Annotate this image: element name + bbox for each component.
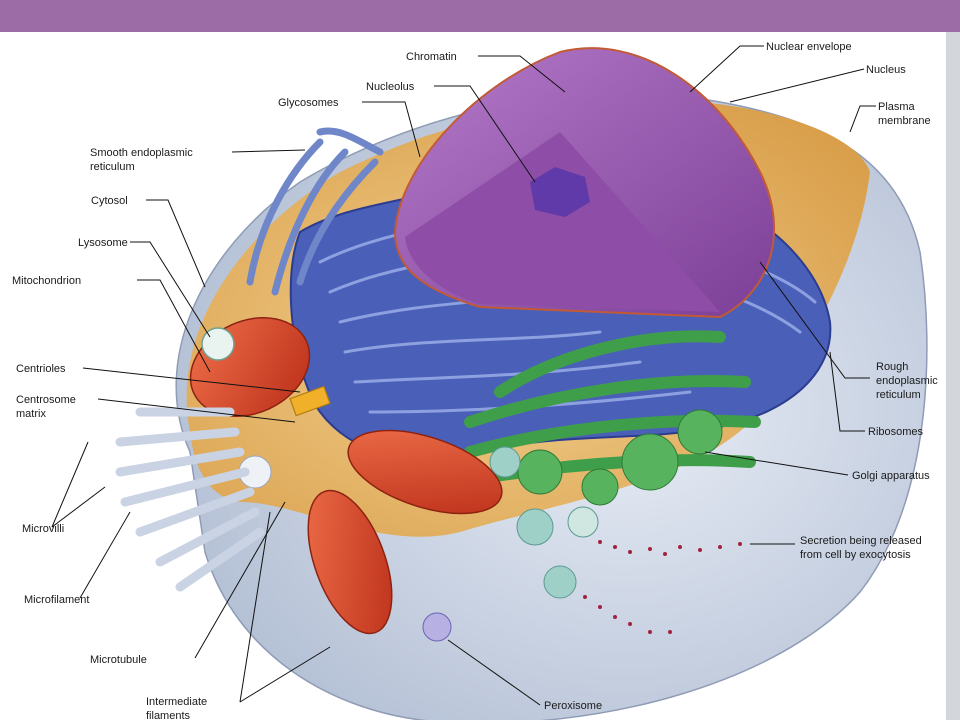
right-edge-strip	[946, 32, 960, 720]
label-rough-er-3: reticulum	[876, 389, 921, 401]
vesicle-2	[516, 508, 554, 546]
label-nucleolus: Nucleolus	[366, 81, 415, 93]
label-secretion-1: Secretion being released	[800, 535, 922, 547]
label-cytosol: Cytosol	[91, 195, 128, 207]
label-chromatin: Chromatin	[406, 51, 457, 63]
label-microfilament: Microfilament	[24, 594, 89, 606]
label-ribosomes: Ribosomes	[868, 426, 924, 438]
label-intermediate-1: Intermediate	[146, 696, 207, 708]
secretion-dots	[583, 540, 742, 634]
lysosome-shape	[201, 327, 235, 361]
label-nucleus: Nucleus	[866, 64, 906, 76]
leader-lines	[51, 45, 876, 706]
label-microtubule: Microtubule	[90, 654, 147, 666]
label-mitochondrion: Mitochondrion	[12, 275, 81, 287]
mitochondria-group	[189, 317, 503, 635]
label-secretion-2: from cell by exocytosis	[800, 549, 911, 561]
golgi-vesicles	[517, 409, 723, 506]
microvilli-group	[115, 407, 265, 592]
vesicle-3	[567, 506, 599, 538]
nucleolus-shape	[530, 167, 590, 217]
smooth-er-group	[246, 127, 384, 296]
nucleus-cut-surface	[405, 132, 720, 312]
label-rough-er-2: endoplasmic	[876, 375, 938, 387]
label-smooth-er-1: Smooth endoplasmic	[90, 147, 193, 159]
label-centrosome-1: Centrosome	[16, 394, 76, 406]
label-centrioles: Centrioles	[16, 363, 66, 375]
label-plasma-membrane-1: Plasma	[878, 101, 916, 113]
peroxisome-shape	[422, 612, 452, 642]
title-bar	[0, 0, 960, 32]
label-intermediate-2: filaments	[146, 710, 191, 720]
cell-diagram: Chromatin Nucleolus Glycosomes Smooth en…	[12, 41, 938, 720]
labels: Chromatin Nucleolus Glycosomes Smooth en…	[12, 41, 938, 720]
label-peroxisome: Peroxisome	[544, 700, 602, 712]
label-nuclear-envelope: Nuclear envelope	[766, 41, 852, 53]
vesicle-4	[543, 565, 577, 599]
label-glycosomes: Glycosomes	[278, 97, 339, 109]
label-golgi: Golgi apparatus	[852, 470, 930, 482]
label-smooth-er-2: reticulum	[90, 161, 135, 173]
label-microvilli: Microvilli	[22, 523, 64, 535]
vesicle-1	[489, 446, 521, 478]
centriole-shape	[289, 385, 331, 417]
nucleus-group	[393, 47, 775, 319]
label-plasma-membrane-2: membrane	[878, 115, 931, 127]
label-lysosome: Lysosome	[78, 237, 128, 249]
label-rough-er-1: Rough	[876, 361, 908, 373]
label-centrosome-2: matrix	[16, 408, 46, 420]
